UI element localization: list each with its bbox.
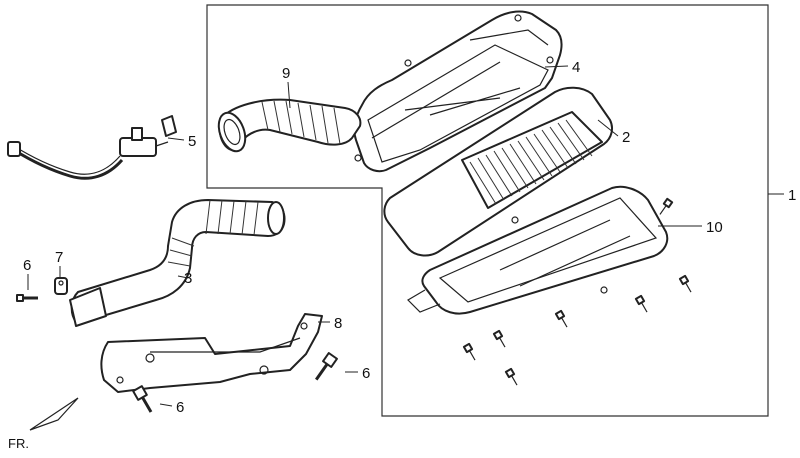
leader-lines — [27, 65, 784, 407]
screw — [504, 367, 518, 386]
case-screws — [462, 197, 692, 386]
screw — [462, 342, 476, 361]
callout-numbers: 1 2 3 4 5 6 6 6 7 8 9 10 — [23, 59, 796, 416]
bracket-part-8 — [100, 313, 323, 393]
callout-6-left: 6 — [23, 257, 31, 274]
callout-7: 7 — [55, 249, 63, 266]
intake-duct-part-9 — [217, 98, 362, 153]
screw — [554, 309, 568, 328]
callout-6-bottom: 6 — [176, 399, 184, 416]
callout-8: 8 — [334, 315, 342, 332]
callout-1: 1 — [788, 187, 796, 204]
screw — [659, 197, 674, 215]
screw — [492, 329, 506, 348]
lower-duct-part-3 — [69, 199, 286, 327]
callout-10: 10 — [706, 219, 723, 236]
callout-4: 4 — [572, 59, 580, 76]
callout-3: 3 — [184, 270, 192, 287]
air-cleaner-cover-part-4 — [353, 10, 563, 173]
callout-9: 9 — [282, 65, 290, 82]
breather-hose-part-5 — [7, 115, 177, 180]
callout-2: 2 — [622, 129, 630, 146]
front-direction-indicator: FR. — [8, 397, 79, 451]
clip-part-7 — [54, 277, 68, 295]
callout-5: 5 — [188, 133, 196, 150]
assembly-frame — [206, 4, 769, 417]
screw — [678, 274, 692, 293]
direction-label: FR. — [8, 436, 29, 451]
filter-pleats — [469, 119, 593, 205]
air-cleaner-case-part-10 — [407, 185, 669, 315]
bolt-part-6-bottom — [132, 385, 153, 413]
filter-element-part-2 — [383, 86, 613, 257]
screw — [634, 294, 648, 313]
callout-6-right: 6 — [362, 365, 370, 382]
bolt-part-6-right — [315, 352, 338, 381]
screw-part-6-left — [16, 294, 38, 302]
